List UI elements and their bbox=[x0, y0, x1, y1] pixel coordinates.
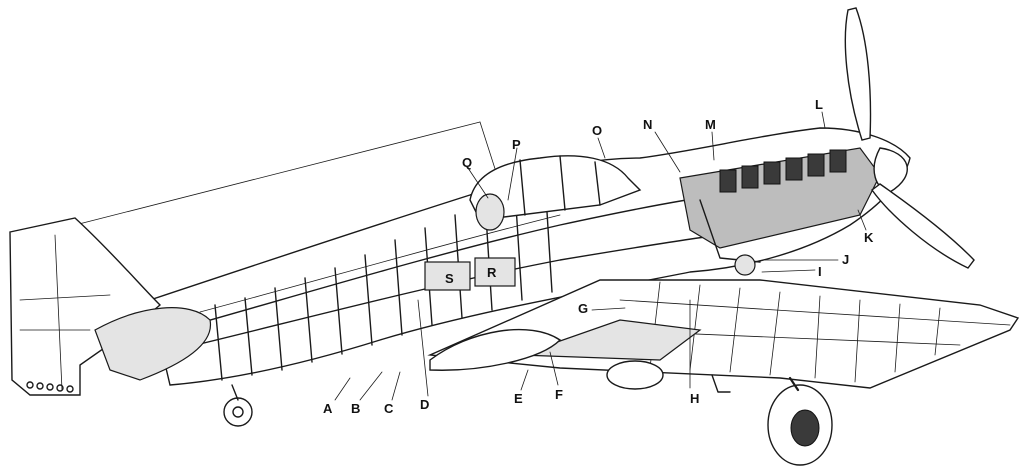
callout-d: D bbox=[420, 397, 430, 412]
callout-g: G bbox=[578, 301, 589, 316]
horizontal-stabilizer bbox=[94, 307, 211, 381]
callout-j: J bbox=[842, 252, 850, 267]
callout-h: H bbox=[690, 391, 700, 406]
callout-q: Q bbox=[462, 155, 473, 170]
tail-wheel bbox=[223, 397, 253, 427]
prop-blade-upper bbox=[844, 7, 872, 141]
tail bbox=[9, 217, 211, 396]
callout-m: M bbox=[705, 117, 716, 132]
antenna-wire bbox=[74, 121, 498, 226]
callout-i: I bbox=[818, 264, 822, 279]
callout-f: F bbox=[555, 387, 563, 402]
radio-box-s bbox=[424, 261, 471, 291]
leader-lines bbox=[334, 111, 867, 401]
callout-l: L bbox=[815, 97, 823, 112]
callout-o: O bbox=[592, 123, 603, 138]
callout-s: S bbox=[445, 271, 454, 286]
prop-blade-lower bbox=[871, 183, 975, 269]
callout-a: A bbox=[323, 401, 333, 416]
engine bbox=[679, 147, 881, 276]
wing bbox=[427, 279, 1020, 389]
main-wheel-left bbox=[606, 360, 664, 390]
callout-b: B bbox=[351, 401, 361, 416]
radio-box-r bbox=[474, 257, 516, 287]
callout-e: E bbox=[514, 391, 523, 406]
callout-n: N bbox=[643, 117, 653, 132]
callout-k: K bbox=[864, 230, 874, 245]
radiator-scoop bbox=[429, 328, 562, 371]
vertical-stabilizer bbox=[9, 217, 162, 396]
landing-gear bbox=[223, 360, 833, 466]
callout-p: P bbox=[512, 137, 521, 152]
pilot-seat bbox=[475, 193, 505, 231]
callout-r: R bbox=[487, 265, 497, 280]
propeller bbox=[844, 7, 975, 269]
callout-c: C bbox=[384, 401, 394, 416]
flap bbox=[519, 319, 702, 361]
